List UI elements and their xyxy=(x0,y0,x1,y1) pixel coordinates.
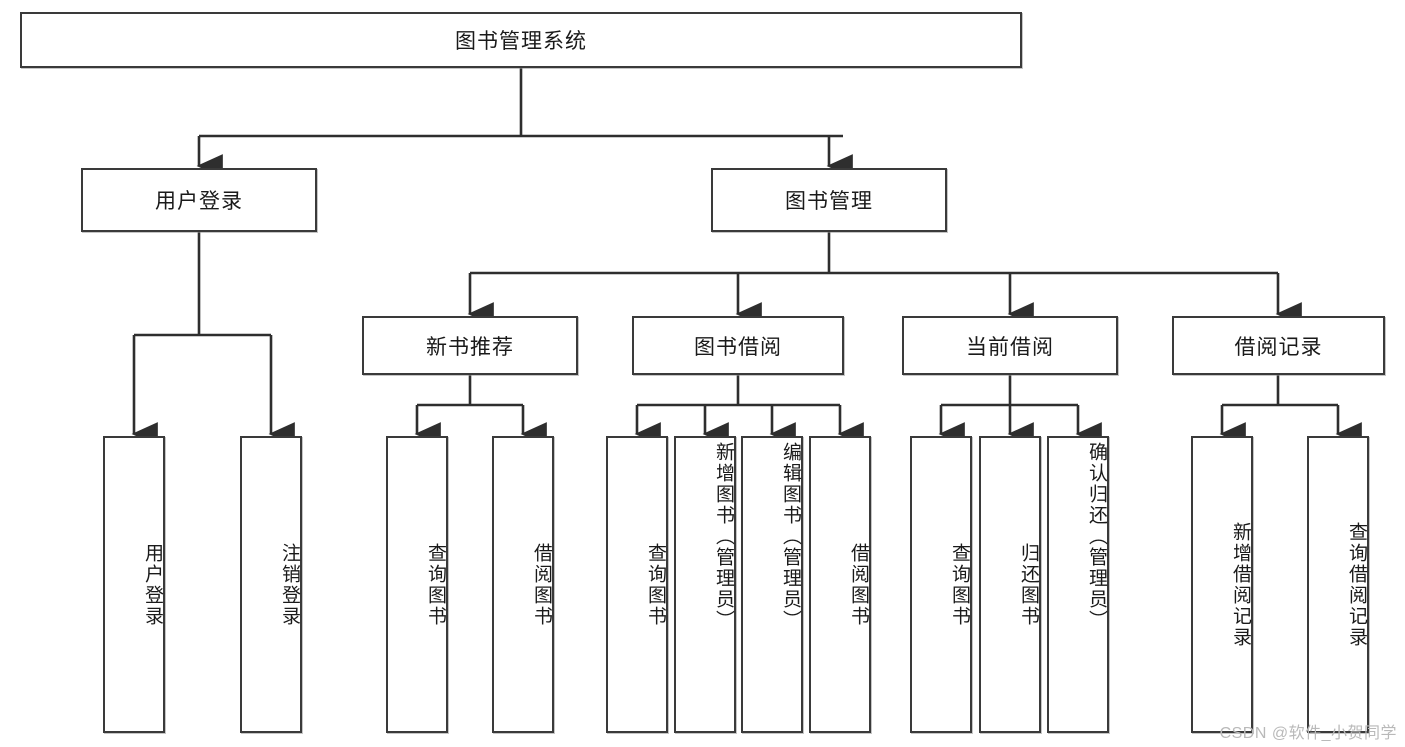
leaf-query-book-2[interactable]: 查询图书 xyxy=(606,436,668,733)
leaf-add-book[interactable]: 新增图书（管理员） xyxy=(674,436,736,733)
node-label: 查询借阅记录 xyxy=(1346,521,1367,648)
node-label: 新书推荐 xyxy=(426,335,514,359)
node-label: 编辑图书（管理员） xyxy=(780,442,801,631)
leaf-borrow-book-2[interactable]: 借阅图书 xyxy=(809,436,871,733)
leaf-borrow-book-1[interactable]: 借阅图书 xyxy=(492,436,554,733)
node-root-system[interactable]: 图书管理系统 xyxy=(20,12,1022,68)
node-new-book-recommend[interactable]: 新书推荐 xyxy=(362,316,578,375)
node-label: 注销登录 xyxy=(279,542,300,627)
leaf-query-book-3[interactable]: 查询图书 xyxy=(910,436,972,733)
node-label: 图书借阅 xyxy=(694,335,782,359)
node-label: 借阅图书 xyxy=(531,542,552,627)
node-book-manage[interactable]: 图书管理 xyxy=(711,168,947,232)
node-label: 图书管理系统 xyxy=(455,30,587,53)
csdn-watermark: CSDN @软件_小贺同学 xyxy=(1219,725,1397,742)
leaf-confirm-return[interactable]: 确认归还（管理员） xyxy=(1047,436,1109,733)
leaf-add-borrow-record[interactable]: 新增借阅记录 xyxy=(1191,436,1253,733)
node-label: 归还图书 xyxy=(1018,542,1039,627)
node-label: 新增借阅记录 xyxy=(1230,521,1251,648)
leaf-edit-book[interactable]: 编辑图书（管理员） xyxy=(741,436,803,733)
node-label: 借阅记录 xyxy=(1234,335,1323,359)
leaf-query-borrow-record[interactable]: 查询借阅记录 xyxy=(1307,436,1369,733)
node-label: 查询图书 xyxy=(949,542,970,627)
node-label: 用户登录 xyxy=(142,542,163,627)
node-label: 查询图书 xyxy=(425,542,446,627)
node-label: 新增图书（管理员） xyxy=(713,442,734,631)
leaf-logout-login[interactable]: 注销登录 xyxy=(240,436,302,733)
node-current-borrow[interactable]: 当前借阅 xyxy=(902,316,1118,375)
node-label: 借阅图书 xyxy=(848,542,869,627)
leaf-query-book-1[interactable]: 查询图书 xyxy=(386,436,448,733)
leaf-user-login[interactable]: 用户登录 xyxy=(103,436,165,733)
leaf-return-book[interactable]: 归还图书 xyxy=(979,436,1041,733)
node-book-borrow[interactable]: 图书借阅 xyxy=(632,316,844,375)
node-label: 确认归还（管理员） xyxy=(1086,442,1107,631)
node-user-login[interactable]: 用户登录 xyxy=(81,168,317,232)
node-label: 图书管理 xyxy=(785,190,873,213)
node-label: 查询图书 xyxy=(645,542,666,627)
node-borrow-record[interactable]: 借阅记录 xyxy=(1172,316,1385,375)
node-label: 当前借阅 xyxy=(966,335,1054,359)
node-label: 用户登录 xyxy=(155,190,243,213)
